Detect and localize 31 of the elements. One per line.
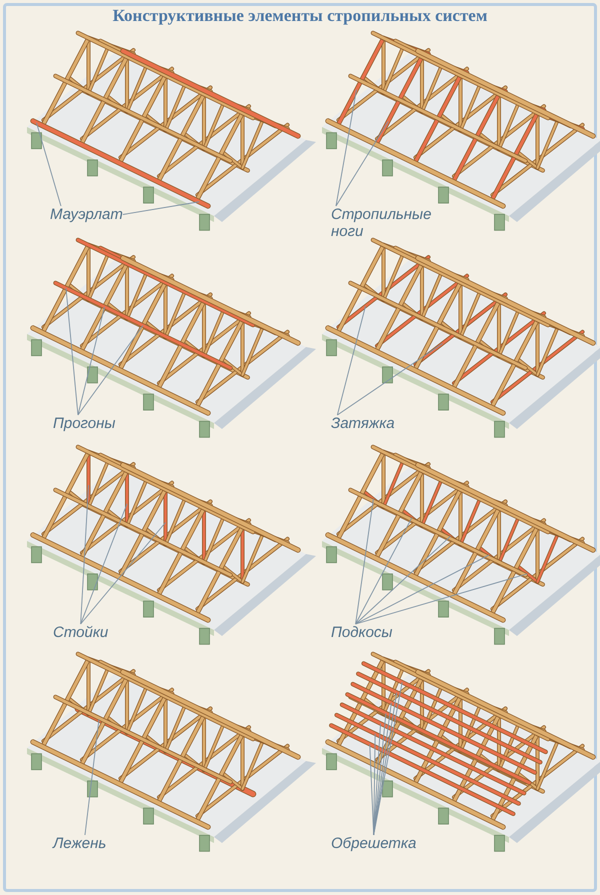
leader-line	[122, 201, 200, 215]
leader-line	[66, 288, 78, 416]
part-label: Мауэрлат	[50, 206, 123, 223]
leader-line	[355, 536, 451, 624]
title: Конструктивные элементы стропильных систем	[112, 6, 488, 26]
leader-line	[369, 744, 374, 836]
part-label: Лежень	[53, 835, 106, 852]
leader-line	[78, 306, 105, 416]
leader-line	[84, 718, 100, 836]
leader-line	[373, 692, 398, 836]
part-label: Подкосы	[331, 624, 392, 641]
part-label: Прогоны	[53, 415, 116, 432]
part-label: Стропильные ноги	[331, 206, 431, 240]
leader-line	[355, 554, 490, 624]
leader-line	[336, 120, 389, 206]
leader-line	[80, 503, 128, 624]
part-label: Затяжка	[331, 415, 395, 432]
leader-line	[355, 517, 412, 624]
leader-line	[36, 122, 62, 206]
leader-line	[355, 498, 374, 624]
part-label: Обрешетка	[331, 835, 416, 852]
part-label: Стойки	[53, 624, 108, 641]
leader-line	[78, 325, 144, 416]
leader-line	[336, 89, 357, 206]
leader-line	[336, 343, 443, 416]
leader-line	[355, 573, 528, 624]
leader-line	[80, 522, 166, 624]
leader-line	[80, 484, 89, 624]
leader-line	[373, 733, 376, 836]
leader-line	[373, 682, 403, 836]
leader-line	[336, 306, 366, 416]
